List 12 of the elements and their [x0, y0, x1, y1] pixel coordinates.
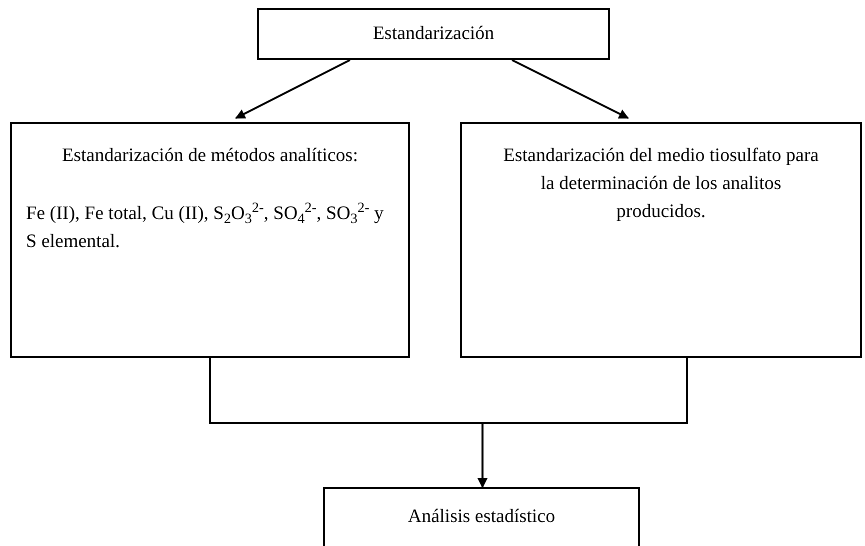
box-text: Estandarización del medio tiosulfato para la determinación de los analitos producidos. — [502, 144, 820, 224]
process-box — [10, 122, 410, 358]
arrow — [235, 59, 350, 119]
box-text: Estandarización de métodos analíticos: — [61, 144, 359, 168]
box-text: Estandarización — [372, 22, 494, 46]
process-box — [323, 487, 640, 546]
box-text: Fe (II), Fe total, Cu (II), S$_{2}$O$_{3}$$^{2-}$, SO$_{4}$$^{2-}$, SO$_{3}$$^{2-}$ y S elemental. — [26, 200, 385, 254]
arrow — [478, 358, 688, 488]
arrow — [512, 59, 629, 119]
box-text: Análisis estadístico — [408, 505, 556, 529]
process-box — [460, 122, 862, 358]
process-box — [257, 8, 610, 60]
